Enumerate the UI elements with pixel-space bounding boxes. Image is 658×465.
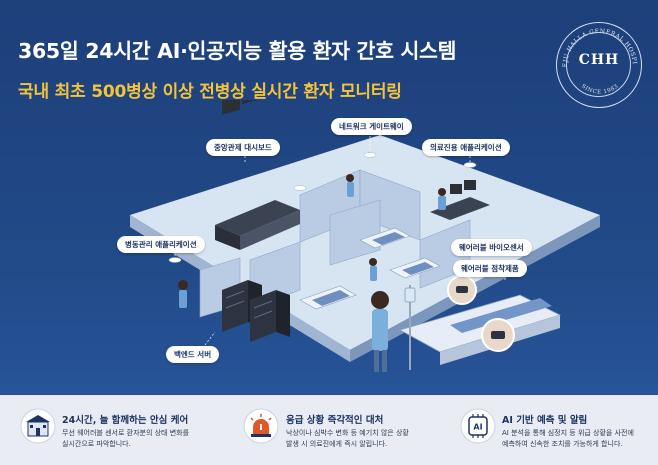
callout-ward-app: 병동관리 애플리케이션 xyxy=(117,236,205,253)
feature-1-title: 24시간, 늘 함께하는 안심 케어 xyxy=(62,415,189,426)
feature-1-line-2: 실시간으로 파악합니다. xyxy=(62,440,131,448)
callout-network-gateway: 네트워크 게이트웨이 xyxy=(331,118,412,135)
staff-figures xyxy=(178,174,389,372)
siren-icon xyxy=(243,408,279,444)
callout-wearable-biosensor: 웨어러블 바이오센서 xyxy=(451,239,532,256)
seal-inner-ring xyxy=(566,32,631,97)
callout-central-dashboard: 중앙관제 대시보드 xyxy=(206,139,280,156)
feature-panel xyxy=(0,395,658,465)
feature-3-title: AI 기반 예측 및 알림 xyxy=(502,415,588,426)
page-title: 365일 24시간 AI·인공지능 활용 환자 간호 시스템 xyxy=(18,39,457,63)
ai-chip-label: AI xyxy=(473,423,482,432)
feature-3-line-2: 예측하여 신속한 조치를 가능하게 합니다. xyxy=(502,440,623,448)
callout-medical-app: 의료진용 애플리케이션 xyxy=(422,139,510,156)
bed-blankets xyxy=(312,232,434,306)
iv-pole xyxy=(404,285,416,370)
ward-walls xyxy=(199,169,471,318)
hospital-seal: CHEJU HALLA GENERAL HOSPITAL SINCE 1983 … xyxy=(556,22,642,108)
dashboard-monitors xyxy=(222,100,260,115)
ai-chip-icon: AI xyxy=(460,408,496,444)
callout-wearable-patch: 웨어러블 점착제품 xyxy=(453,260,527,277)
feature-1-line-1: 무선 웨어러블 센서로 환자분의 상태 변화를 xyxy=(62,429,190,437)
callout-backend-server: 백엔드 서버 xyxy=(166,346,220,363)
central-desk xyxy=(215,200,300,250)
hospital-building-icon xyxy=(20,408,56,444)
ward-illustration xyxy=(130,100,600,372)
seal-monogram: CHH xyxy=(578,52,620,68)
feature-2-title: 응급 상황 즉각적인 대처 xyxy=(286,415,384,426)
medical-workstation xyxy=(430,180,490,220)
backend-server-racks xyxy=(222,280,290,342)
page-subtitle: 국내 최초 500병상 이상 전병상 실시간 환자 모니터링 xyxy=(18,82,402,102)
feature-3-line-1: AI 분석을 통해 심정지 등 위급 상황을 사전에 xyxy=(502,429,634,437)
wearable-zoom xyxy=(447,275,515,352)
feature-2-line-1: 낙상이나 심박수 변화 등 예기치 않은 상황 xyxy=(286,429,409,437)
feature-2-line-2: 발생 시 의료진에게 즉시 알립니다. xyxy=(286,440,388,448)
